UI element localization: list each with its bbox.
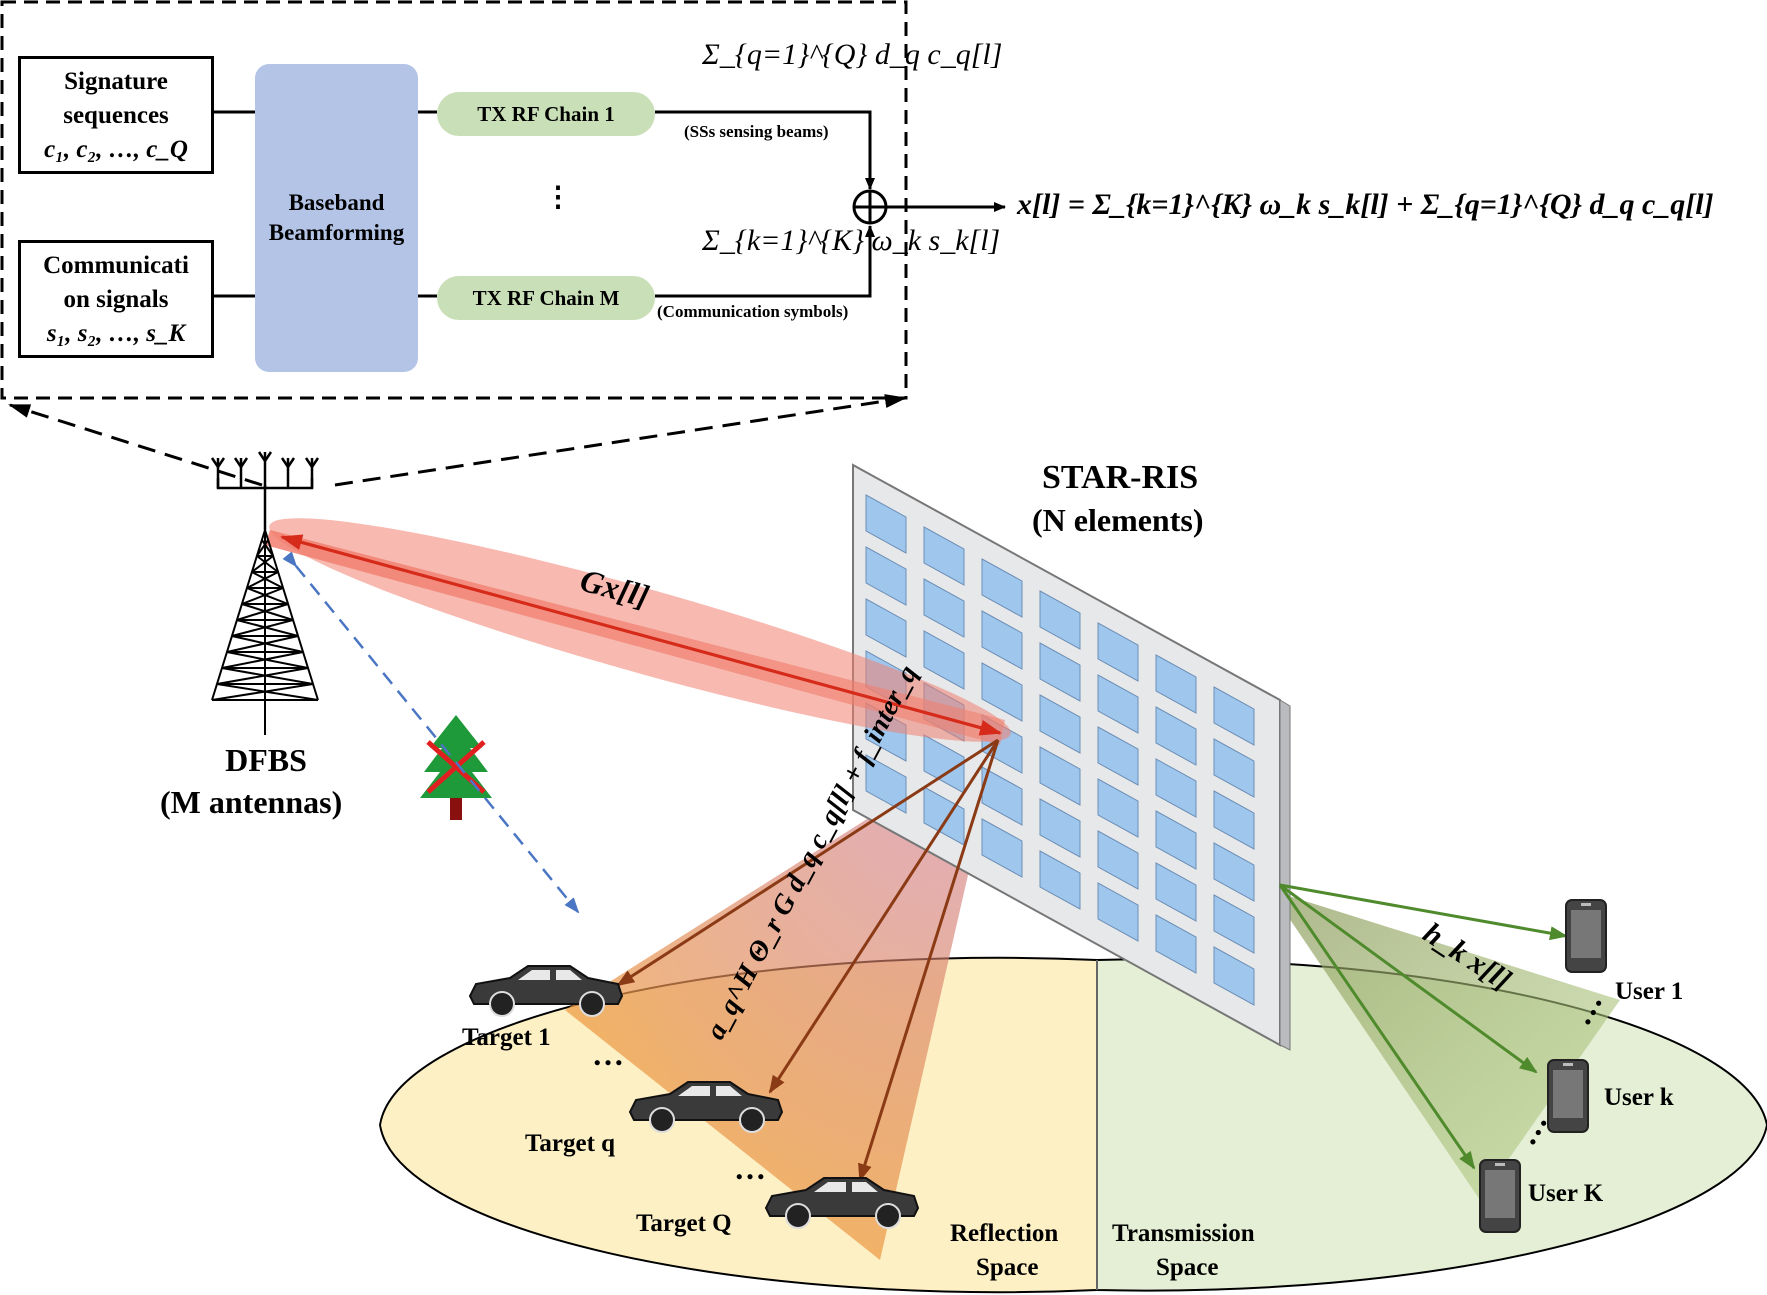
sensing-caption: (SSs sensing beams) [684, 122, 829, 141]
user-arrows [1278, 883, 1568, 1170]
ris-element [1039, 746, 1081, 806]
phone-icon [1565, 899, 1607, 973]
star-ris-label: STAR-RIS [1042, 459, 1199, 496]
car-icon [468, 965, 624, 1017]
antenna-icon [210, 451, 320, 530]
ris-element [1097, 674, 1139, 734]
reflection-label-2: Space [976, 1254, 1039, 1281]
user-K-label: User K [1528, 1180, 1604, 1207]
transmission-label-2: Space [1156, 1254, 1219, 1281]
reflection-label-1: Reflection [950, 1220, 1059, 1247]
comm-label-2: on signals [63, 285, 169, 313]
signature-label-2: sequences [63, 101, 169, 129]
ris-element [865, 494, 907, 554]
ris-element [981, 610, 1023, 670]
signature-vars: c₁, c₂, …, c_Q [44, 135, 188, 163]
target-Q-label: Target Q [636, 1210, 732, 1237]
tower-icon [211, 529, 319, 735]
ris-element [1213, 842, 1255, 902]
zoom-line-right [334, 394, 907, 487]
comm-vars: s₁, s₂, …, s_K [46, 319, 186, 347]
blocked-direct-link [282, 551, 580, 914]
zoom-line-left [8, 403, 263, 487]
ris-element [1213, 946, 1255, 1006]
ris-element [1039, 694, 1081, 754]
baseband-label: Baseband Beamforming [268, 190, 405, 245]
ris-element [1155, 654, 1197, 714]
user-k-label: User k [1604, 1084, 1674, 1111]
adder-icon [852, 189, 888, 225]
ris-element [923, 630, 965, 690]
ris-element [1039, 590, 1081, 650]
phone-icon [1547, 1059, 1589, 1133]
target-dots-1: … [592, 1036, 624, 1072]
rf-chain-dots: ⋮ [544, 182, 572, 213]
user-1-label: User 1 [1615, 978, 1684, 1005]
rf-chain-m: TX RF Chain M [437, 276, 655, 320]
dfbs-label: DFBS [225, 742, 307, 778]
signature-label-1: Signature [64, 68, 168, 95]
baseband-beamforming: Baseband Beamforming [255, 64, 418, 372]
ris-element [981, 558, 1023, 618]
comm-label-1: Communicati [43, 252, 189, 279]
comm-signal-block: Communicati on signals s₁, s₂, …, s_K [18, 240, 214, 358]
ris-element [1097, 778, 1139, 838]
ris-element [923, 578, 965, 638]
comm-caption: (Communication symbols) [657, 302, 849, 321]
ris-element [1155, 914, 1197, 974]
star-ris-elements-label: (N elements) [1032, 502, 1204, 538]
ris-element [1155, 758, 1197, 818]
car-icon [628, 1081, 784, 1133]
dfbs-antennas-label: (M antennas) [160, 784, 343, 820]
phone-icon [1479, 1159, 1521, 1233]
ris-element [865, 546, 907, 606]
sensing-sum: Σ_{q=1}^{Q} d_q c_q[l] [702, 38, 1003, 71]
ris-element [1097, 726, 1139, 786]
echo-arrows [616, 738, 1000, 1182]
output-equation: x[l] = Σ_{k=1}^{K} ω_k s_k[l] + Σ_{q=1}^… [1017, 188, 1714, 221]
signature-block: Signature sequences c₁, c₂, …, c_Q [18, 56, 214, 174]
ris-element [1155, 810, 1197, 870]
car-icon [764, 1177, 920, 1229]
ris-element [1213, 790, 1255, 850]
ris-element [1155, 706, 1197, 766]
ris-element [1039, 850, 1081, 910]
ris-element [923, 526, 965, 586]
comm-sum: Σ_{k=1}^{K} ω_k s_k[l] [702, 224, 1001, 257]
target-1-label: Target 1 [462, 1024, 551, 1051]
users-beam [1270, 890, 1620, 1200]
target-q-label: Target q [525, 1130, 616, 1157]
ris-element [1097, 622, 1139, 682]
rf-chain-1: TX RF Chain 1 [437, 92, 655, 136]
ris-element [1039, 798, 1081, 858]
ris-element [1155, 862, 1197, 922]
ris-element [1039, 642, 1081, 702]
echo-beam [565, 735, 1000, 1260]
ris-element [1213, 686, 1255, 746]
ris-element [865, 598, 907, 658]
ris-element [1213, 738, 1255, 798]
target-dots-2: … [734, 1150, 766, 1186]
ris-element [981, 818, 1023, 878]
ris-element [1097, 882, 1139, 942]
ris-element [981, 662, 1023, 722]
transmission-label-1: Transmission [1112, 1220, 1255, 1247]
tx-beam [265, 518, 1011, 745]
ris-element [865, 754, 907, 814]
ris-element [1097, 830, 1139, 890]
zoom-box [0, 0, 908, 400]
ris-element [1213, 894, 1255, 954]
